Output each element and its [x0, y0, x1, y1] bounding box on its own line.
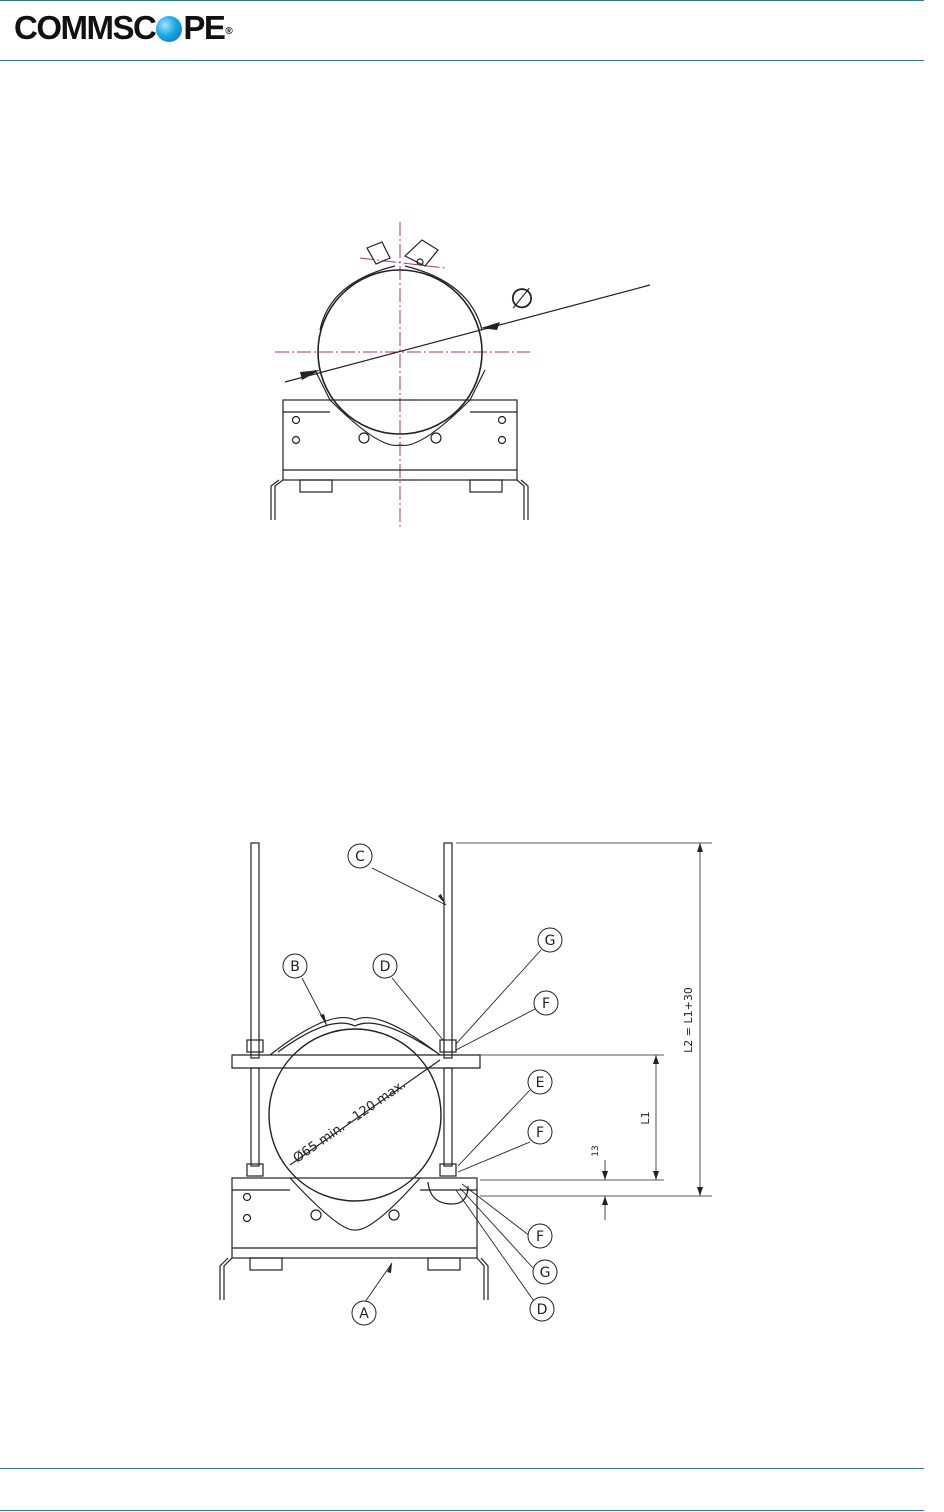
globe-icon	[156, 16, 182, 42]
spring-washer	[428, 1182, 468, 1204]
dimension-lines	[456, 843, 712, 1220]
dimension-l1: L1	[639, 1111, 652, 1124]
strap-left	[320, 266, 395, 330]
lower-leg-left	[220, 1258, 232, 1300]
figure-top-clamp-drawing: ∅	[0, 210, 944, 540]
lower-bracket-saddle	[290, 1178, 420, 1230]
threaded-rod-left	[251, 843, 259, 1058]
bracket-hole-2	[293, 437, 300, 444]
callout-circles	[283, 844, 562, 1325]
strap-left-lower	[315, 370, 330, 400]
nut-left-top	[247, 1040, 263, 1052]
callout-e: E	[536, 1075, 545, 1091]
callout-leaders	[302, 868, 541, 1304]
callout-d-top: D	[380, 959, 391, 975]
callout-a: A	[359, 1306, 369, 1322]
upper-clamp-arc	[270, 1018, 440, 1055]
diameter-leader	[285, 285, 650, 382]
strap-right	[405, 266, 482, 330]
lower-foot-left	[250, 1258, 282, 1270]
footer-top-rule	[0, 1468, 924, 1469]
bracket-hole-6	[431, 433, 441, 443]
callout-f-top: F	[542, 996, 550, 1012]
centerlines	[275, 222, 530, 530]
footer-bottom-rule	[0, 1510, 924, 1511]
header-bottom-rule	[0, 60, 924, 61]
callout-f-mid: F	[536, 1125, 544, 1141]
callout-d-bottom: D	[537, 1302, 548, 1318]
upper-clamp-bar	[232, 1055, 480, 1068]
callout-f-bottom: F	[536, 1229, 544, 1245]
callout-g-bottom: G	[540, 1265, 551, 1281]
clamp-head-right	[405, 240, 438, 266]
callout-b: B	[290, 959, 300, 975]
bracket-hole-4	[499, 437, 506, 444]
lower-leg-right	[477, 1258, 488, 1300]
threaded-rod-right	[444, 843, 452, 1058]
page-footer	[0, 1468, 944, 1512]
bracket-hole-3	[499, 417, 506, 424]
dimension-13: 13	[591, 1145, 601, 1156]
strap-right-lower	[470, 370, 485, 400]
bracket-hole-5	[359, 433, 369, 443]
bracket-foot-left	[300, 480, 332, 492]
bracket-leg-right	[517, 480, 528, 520]
dimension-l2: L2 = L1+30	[682, 987, 695, 1053]
bracket-foot-right	[470, 480, 502, 492]
callout-c: C	[355, 849, 365, 865]
diameter-symbol: ∅	[510, 282, 534, 315]
header-top-rule	[0, 0, 924, 1]
bracket-hole-1	[293, 417, 300, 424]
bracket-leg-left	[271, 480, 283, 520]
diameter-range-label: Ø65 min. - 120 max.	[291, 1077, 409, 1166]
callout-g-top: G	[545, 933, 556, 949]
lower-foot-right	[428, 1258, 460, 1270]
nut-right-top	[440, 1040, 456, 1052]
figure-bottom-assembly-drawing: C B D G F E F F G D A Ø65 min. - 120 max…	[0, 835, 944, 1335]
